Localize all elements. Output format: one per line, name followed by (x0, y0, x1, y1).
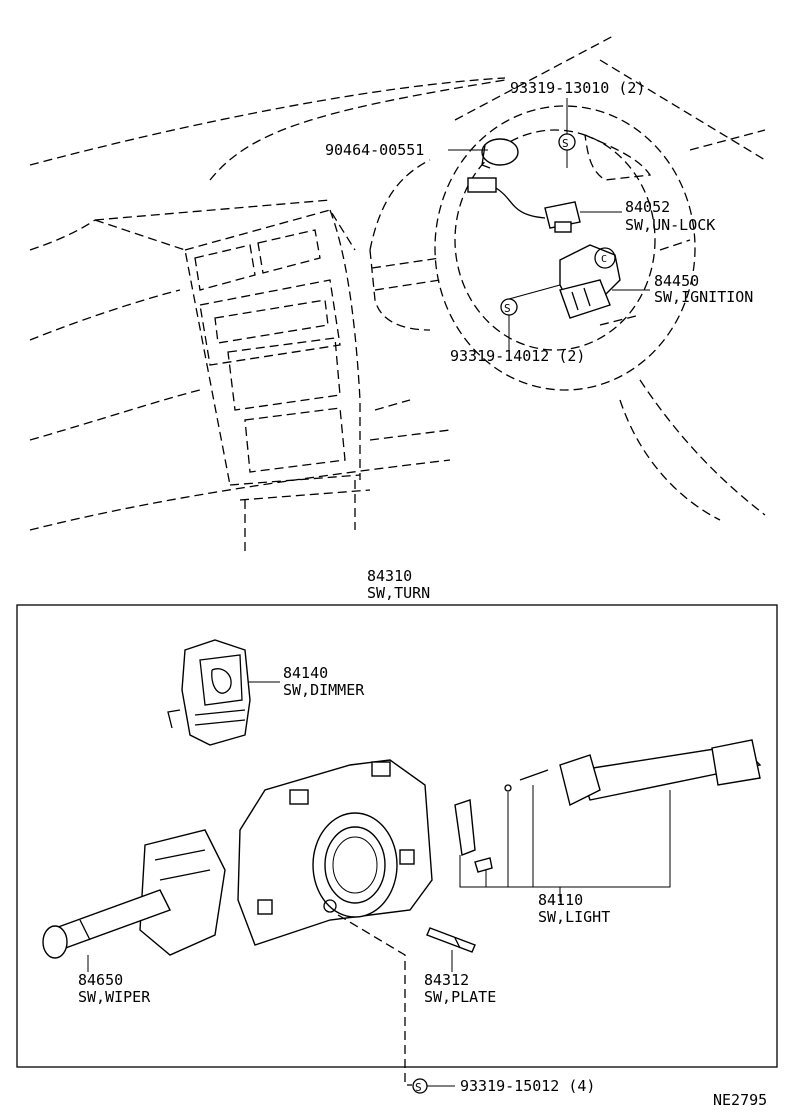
label-84052-number: 84052 (625, 198, 670, 216)
label-84310-name: SW,TURN (367, 584, 430, 602)
symbol-letter: S (562, 137, 569, 150)
ignition-key-mark: C (601, 254, 607, 265)
unlock-switch-part (544, 201, 581, 233)
symbol-letter: S (504, 302, 511, 315)
standard-part-symbol-bottom: S (412, 1078, 428, 1094)
symbol-letter: S (415, 1081, 422, 1094)
label-84450-name: SW,IGNITION (654, 288, 753, 306)
upper-leader-lines (448, 98, 650, 350)
steering-wheel-outline (434, 105, 696, 391)
label-84052-name: SW,UN-LOCK (625, 216, 715, 234)
dimmer-switch-part (167, 639, 251, 746)
label-84110-name: SW,LIGHT (538, 908, 610, 926)
connector-part (467, 177, 546, 219)
label-93319-13010: 93319-13010 (2) (510, 79, 645, 97)
label-84650-number: 84650 (78, 971, 123, 989)
leader-93319-15012 (337, 914, 412, 1086)
label-84450-number: 84450 (654, 272, 699, 290)
light-switch-part (454, 739, 762, 873)
label-93319-14012: 93319-14012 (2) (450, 347, 585, 365)
label-84110-number: 84110 (538, 891, 583, 909)
clamp-part (481, 138, 519, 169)
label-84310-number: 84310 (367, 567, 412, 585)
label-84140-name: SW,DIMMER (283, 681, 365, 699)
wiper-switch-part (42, 829, 226, 959)
label-93319-15012: 93319-15012 (4) (460, 1077, 595, 1095)
standard-part-symbol-lower: S (500, 298, 518, 316)
label-84312-number: 84312 (424, 971, 469, 989)
turn-switch-assembly-box (16, 604, 778, 1068)
label-90464-00551: 90464-00551 (325, 141, 424, 159)
label-84650-name: SW,WIPER (78, 988, 151, 1006)
standard-part-symbol-upper: S (558, 133, 576, 151)
label-84140-number: 84140 (283, 664, 328, 682)
ignition-switch-part: C (559, 244, 621, 319)
label-84312-name: SW,PLATE (424, 988, 496, 1006)
light-switch-leaders (459, 785, 671, 902)
plate-part (426, 927, 476, 953)
diagram-code: NE2795 (713, 1091, 767, 1109)
turn-switch-body (237, 759, 433, 946)
dashboard-outline (29, 34, 766, 555)
